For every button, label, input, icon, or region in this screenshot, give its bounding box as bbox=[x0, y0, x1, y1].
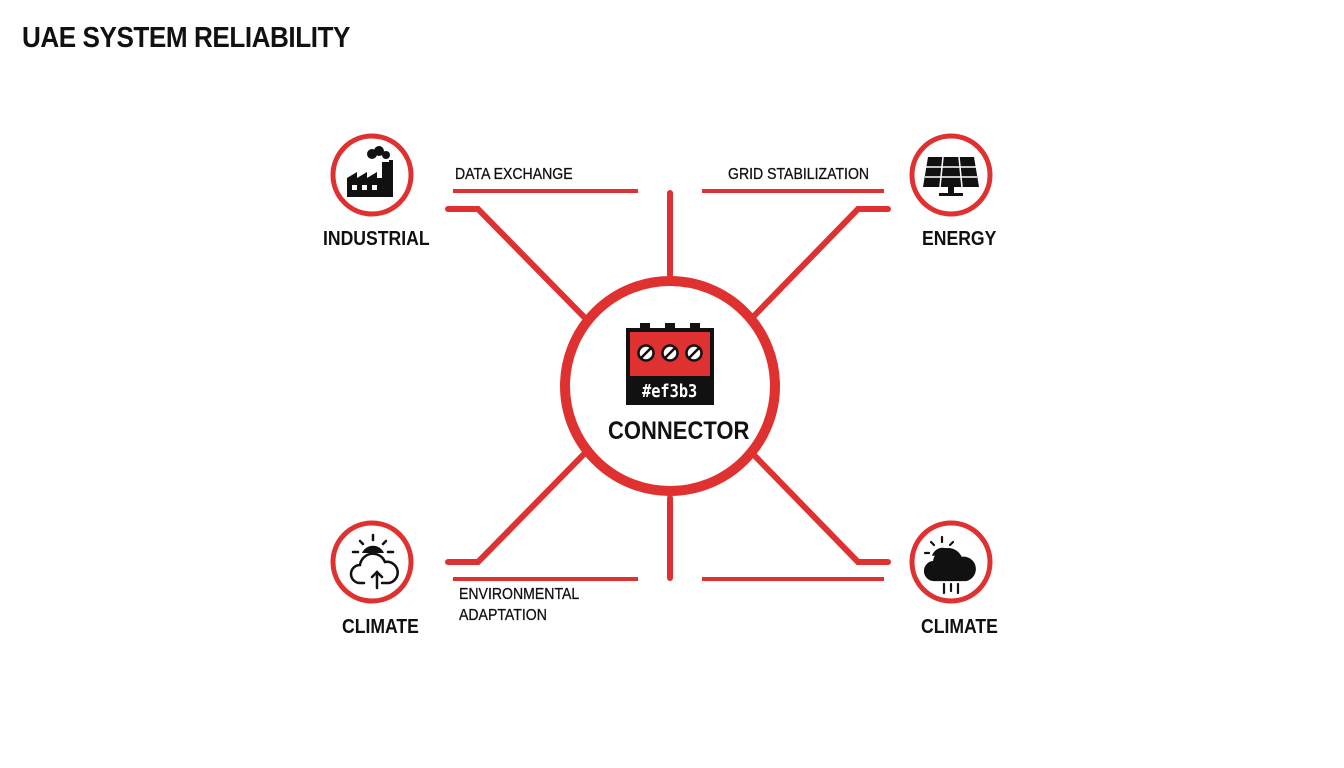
edge-label-environmental: ENVIRONMENTAL bbox=[459, 586, 580, 603]
edge-label-adaptation: ADAPTATION bbox=[459, 607, 547, 624]
sun-rain-cloud-icon bbox=[923, 535, 976, 595]
edge-label-data-exchange: DATA EXCHANGE bbox=[455, 166, 573, 183]
connector-line-energy bbox=[749, 206, 891, 321]
connector-line-industrial bbox=[445, 206, 588, 321]
connector-line-climate-right bbox=[749, 450, 891, 565]
factory-icon bbox=[347, 146, 393, 197]
page-title: UAE SYSTEM RELIABILITY bbox=[22, 22, 350, 54]
connector-block-icon bbox=[626, 323, 714, 405]
center-label: CONNECTOR bbox=[608, 417, 750, 445]
solar-panel-icon bbox=[923, 156, 979, 196]
node-label-climate-left: CLIMATE bbox=[342, 616, 419, 638]
sun-cloud-upload-icon bbox=[349, 533, 399, 590]
edge-label-grid-stabilization: GRID STABILIZATION bbox=[728, 166, 870, 183]
node-label-climate-right: CLIMATE bbox=[921, 616, 998, 638]
node-label-energy: ENERGY bbox=[922, 228, 997, 250]
node-label-industrial: INDUSTRIAL bbox=[323, 228, 430, 250]
connector-line-climate-left bbox=[445, 450, 588, 565]
connector-tag: #ef3b3 bbox=[642, 381, 698, 402]
